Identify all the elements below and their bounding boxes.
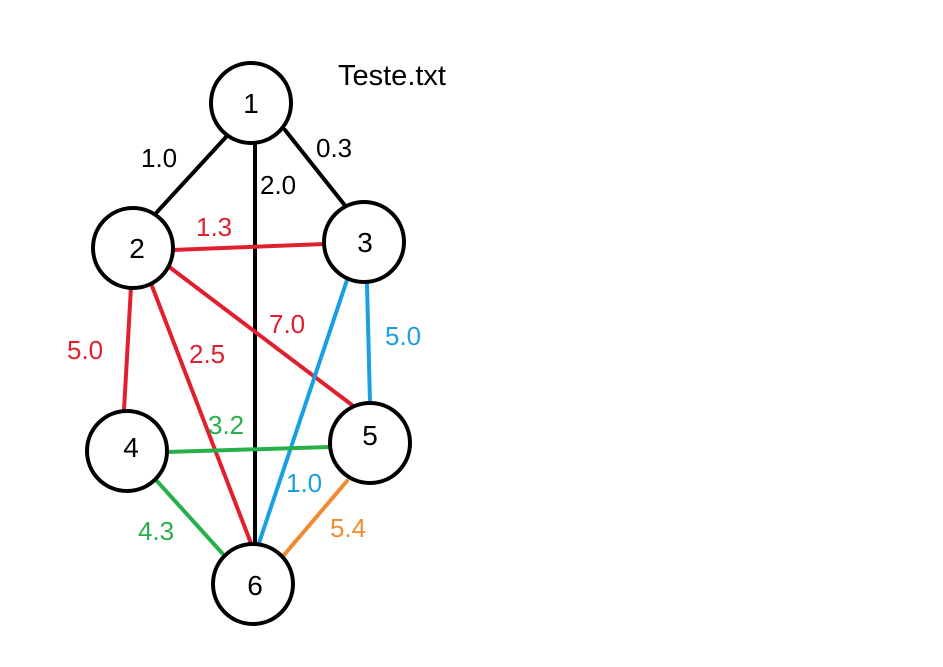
graph-node: 1 xyxy=(209,61,293,145)
node-label: 1 xyxy=(243,88,259,119)
edge-2-6 xyxy=(150,284,254,548)
edge-1-3 xyxy=(283,128,349,210)
edge-weight-label: 3.2 xyxy=(208,410,244,440)
node-label: 6 xyxy=(247,570,263,601)
diagram-title: Teste.txt xyxy=(338,60,446,92)
node-label: 3 xyxy=(357,227,373,258)
edge-4-5 xyxy=(164,445,332,454)
graph-node: 6 xyxy=(211,542,295,626)
edge-weight-label: 5.0 xyxy=(67,335,103,365)
node-circle xyxy=(211,542,295,626)
graph-node: 4 xyxy=(85,409,169,493)
nodes-layer: 1 2 3 4 5 6 xyxy=(85,61,412,626)
node-circle xyxy=(322,200,406,284)
node-label: 4 xyxy=(123,432,139,463)
graph-node: 2 xyxy=(91,206,175,290)
graph-node: 5 xyxy=(328,401,412,485)
node-circle xyxy=(85,409,169,493)
edge-1-2 xyxy=(155,135,228,214)
edge-labels-layer: 1.0 0.3 2.0 1.3 5.0 7.0 2.5 5.0 1.0 3.2 … xyxy=(67,133,421,546)
edge-weight-label: 1.0 xyxy=(286,468,322,498)
edge-weight-label: 5.4 xyxy=(330,513,366,543)
edges-layer xyxy=(122,128,372,557)
node-label: 5 xyxy=(362,420,378,451)
node-circle xyxy=(91,206,175,290)
edge-weight-label: 0.3 xyxy=(316,133,352,163)
edge-3-6 xyxy=(256,278,349,548)
edge-5-6 xyxy=(282,479,349,557)
edge-4-6 xyxy=(154,478,224,555)
edge-2-4 xyxy=(122,285,133,412)
edge-weight-label: 1.3 xyxy=(196,212,232,242)
edge-weight-label: 7.0 xyxy=(269,309,305,339)
edge-2-5 xyxy=(166,264,354,407)
edge-weight-label: 2.5 xyxy=(189,339,225,369)
edge-2-3 xyxy=(170,242,327,252)
edge-weight-label: 1.0 xyxy=(141,143,177,173)
edge-weight-label: 4.3 xyxy=(138,516,174,546)
node-label: 2 xyxy=(129,233,145,264)
graph-node: 3 xyxy=(322,200,406,284)
edge-weight-label: 5.0 xyxy=(385,321,421,351)
node-circle xyxy=(209,61,293,145)
edge-3-5 xyxy=(365,282,372,405)
node-circle xyxy=(328,401,412,485)
edge-weight-label: 2.0 xyxy=(260,170,296,200)
